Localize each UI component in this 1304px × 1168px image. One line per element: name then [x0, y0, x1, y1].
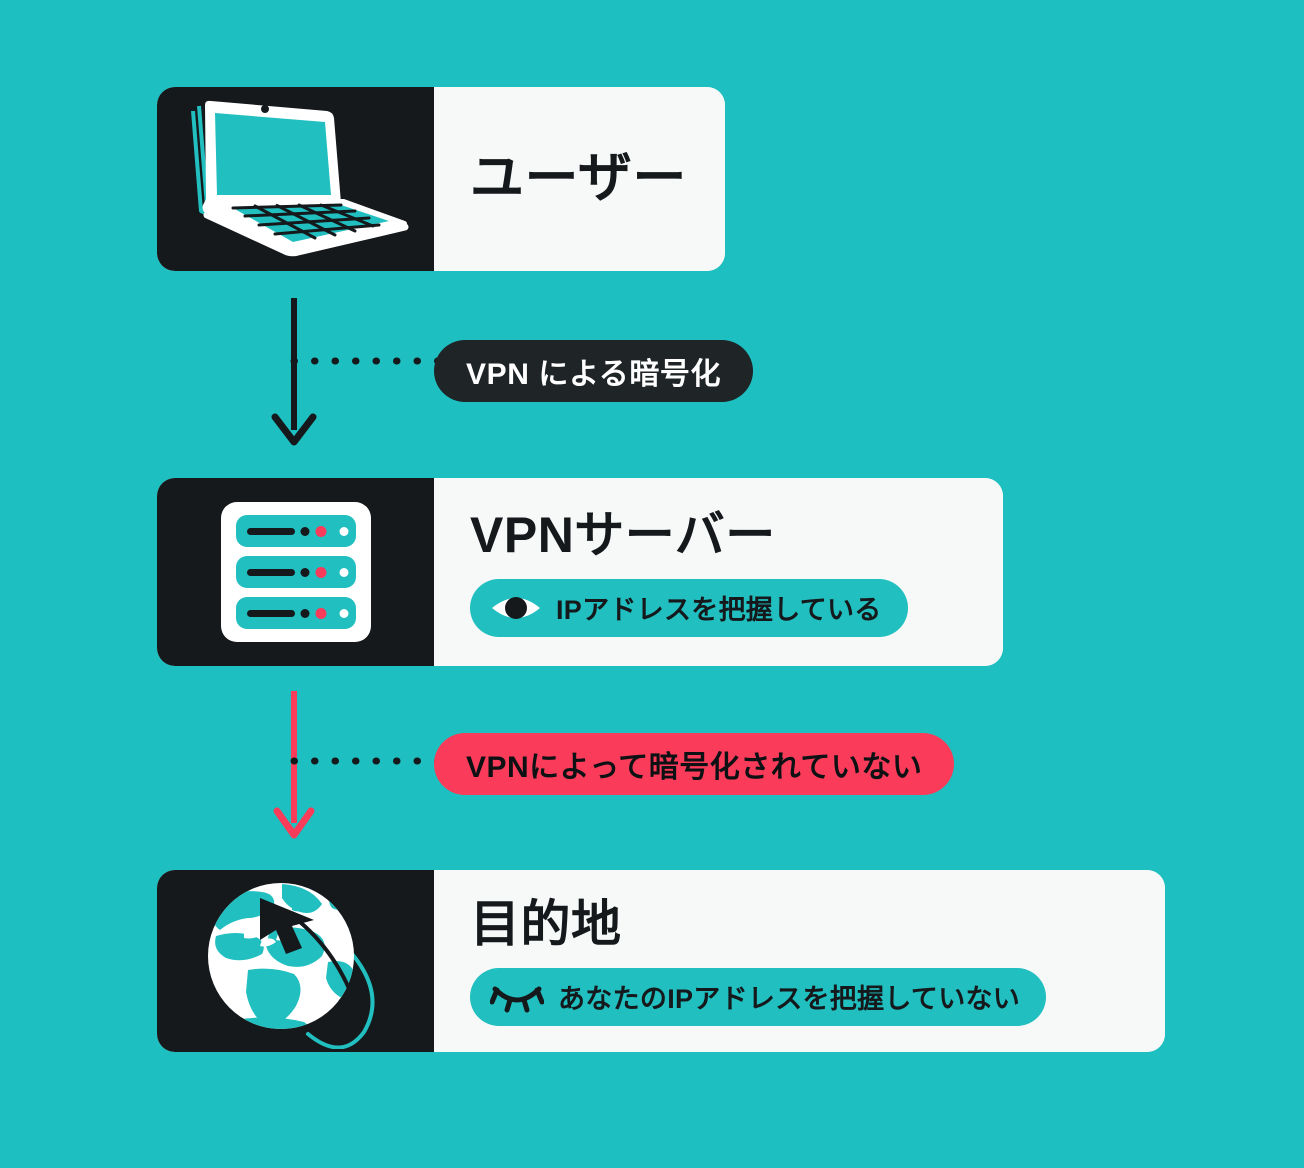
globe-cursor-icon [207, 882, 374, 1049]
eye-closed-icon [490, 986, 544, 1012]
vpn-server-card-body: VPNサーバー IPアドレスを把握している [434, 478, 1003, 666]
connector-vpn-to-destination [273, 691, 447, 839]
connector-label-text: VPN による暗号化 [466, 358, 722, 391]
node-title-user: ユーザー [470, 148, 687, 209]
node-card-destination: 目的地 あなたのIPアドレスを把握していない [157, 870, 1165, 1052]
status-badge-label: IPアドレスを把握している [556, 595, 882, 625]
vpn-server-icon-panel [157, 478, 434, 666]
node-title-destination: 目的地 [470, 895, 622, 952]
server-rack-icon [220, 502, 371, 642]
node-title-vpn-server: VPNサーバー [470, 506, 776, 563]
connector-label-user-to-vpn: VPN による暗号化 [434, 340, 754, 402]
user-icon-panel [157, 87, 434, 271]
laptop-icon [190, 100, 408, 257]
connector-label-vpn-to-destination: VPNによって暗号化されていない [434, 733, 955, 795]
status-badge-vpn-server: IPアドレスを把握している [470, 578, 908, 637]
destination-icon-panel [157, 870, 434, 1052]
connector-label-text: VPNによって暗号化されていない [466, 751, 923, 784]
user-card-body: ユーザー [434, 87, 725, 271]
connector-user-to-vpn [271, 298, 447, 446]
status-badge-destination: あなたのIPアドレスを把握していない [470, 967, 1047, 1026]
node-card-vpn-server: VPNサーバー IPアドレスを把握している [157, 478, 1003, 666]
destination-card-body: 目的地 あなたのIPアドレスを把握していない [434, 870, 1165, 1052]
node-card-user: ユーザー [157, 87, 725, 271]
status-badge-label: あなたのIPアドレスを把握していない [558, 984, 1021, 1014]
eye-open-icon [492, 596, 540, 619]
